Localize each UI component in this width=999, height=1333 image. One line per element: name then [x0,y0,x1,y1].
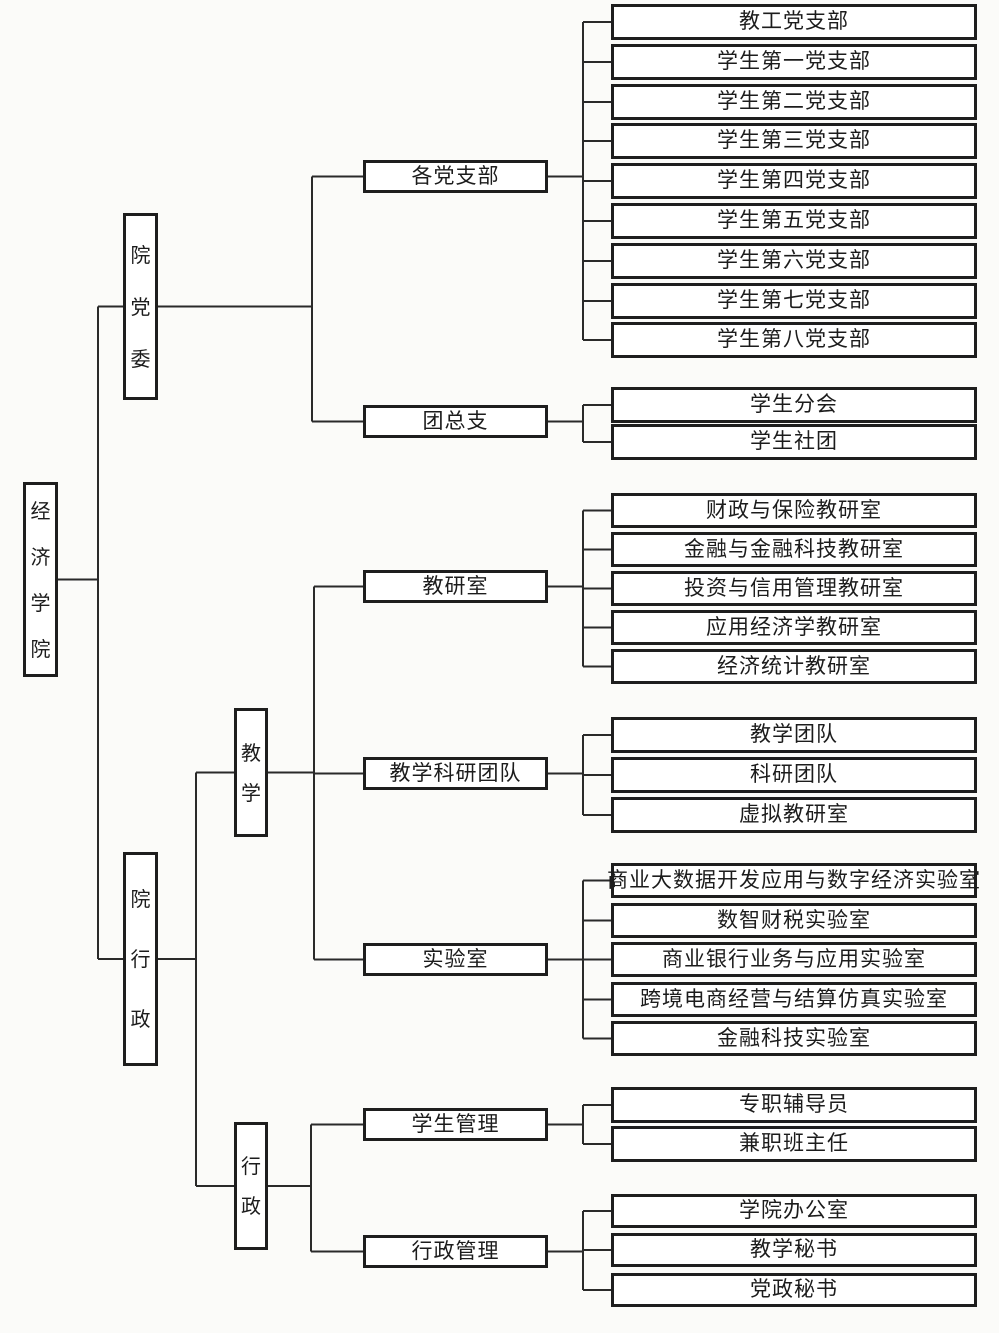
leaf-party-branch: 学生第七党支部 [611,283,977,319]
node-admin: 行政 [234,1122,268,1250]
node-teaching-research-teams: 教学科研团队 [363,757,548,790]
leaf-youth-league: 学生分会 [611,387,977,423]
leaf-office: 金融与金融科技教研室 [611,532,977,567]
leaf-party-branch: 学生第八党支部 [611,322,977,358]
leaf-party-branch: 学生第六党支部 [611,243,977,279]
leaf-admin-mgmt: 党政秘书 [611,1273,977,1307]
leaf-admin-mgmt: 学院办公室 [611,1194,977,1228]
leaf-office: 投资与信用管理教研室 [611,571,977,606]
leaf-team: 虚拟教研室 [611,797,977,833]
node-college-admin: 院行政 [123,852,158,1066]
leaf-party-branch: 教工党支部 [611,4,977,40]
leaf-admin-mgmt: 教学秘书 [611,1233,977,1267]
node-student-management: 学生管理 [363,1108,548,1141]
leaf-party-branch: 学生第二党支部 [611,84,977,120]
leaf-lab: 跨境电商经营与结算仿真实验室 [611,982,977,1017]
node-laboratories: 实验室 [363,943,548,976]
node-admin-management: 行政管理 [363,1235,548,1268]
node-party-branches: 各党支部 [363,160,548,193]
node-party-committee: 院党委 [123,213,158,400]
leaf-team: 科研团队 [611,757,977,793]
leaf-student-mgmt: 专职辅导员 [611,1087,977,1123]
leaf-office: 财政与保险教研室 [611,493,977,528]
leaf-lab: 商业大数据开发应用与数字经济实验室 [607,863,980,898]
leaf-party-branch: 学生第三党支部 [611,123,977,159]
leaf-party-branch: 学生第五党支部 [611,203,977,239]
leaf-youth-league: 学生社团 [611,424,977,460]
leaf-lab: 金融科技实验室 [611,1021,977,1056]
node-teaching: 教学 [234,708,268,837]
leaf-student-mgmt: 兼职班主任 [611,1126,977,1162]
leaf-team: 教学团队 [611,717,977,753]
leaf-office: 应用经济学教研室 [611,610,977,645]
leaf-party-branch: 学生第一党支部 [611,44,977,80]
leaf-lab: 数智财税实验室 [611,903,977,938]
node-root: 经济学院 [23,482,58,677]
leaf-office: 经济统计教研室 [611,649,977,684]
node-teaching-research-offices: 教研室 [363,570,548,603]
node-youth-league: 团总支 [363,405,548,438]
leaf-party-branch: 学生第四党支部 [611,163,977,199]
leaf-lab: 商业银行业务与应用实验室 [611,942,977,977]
